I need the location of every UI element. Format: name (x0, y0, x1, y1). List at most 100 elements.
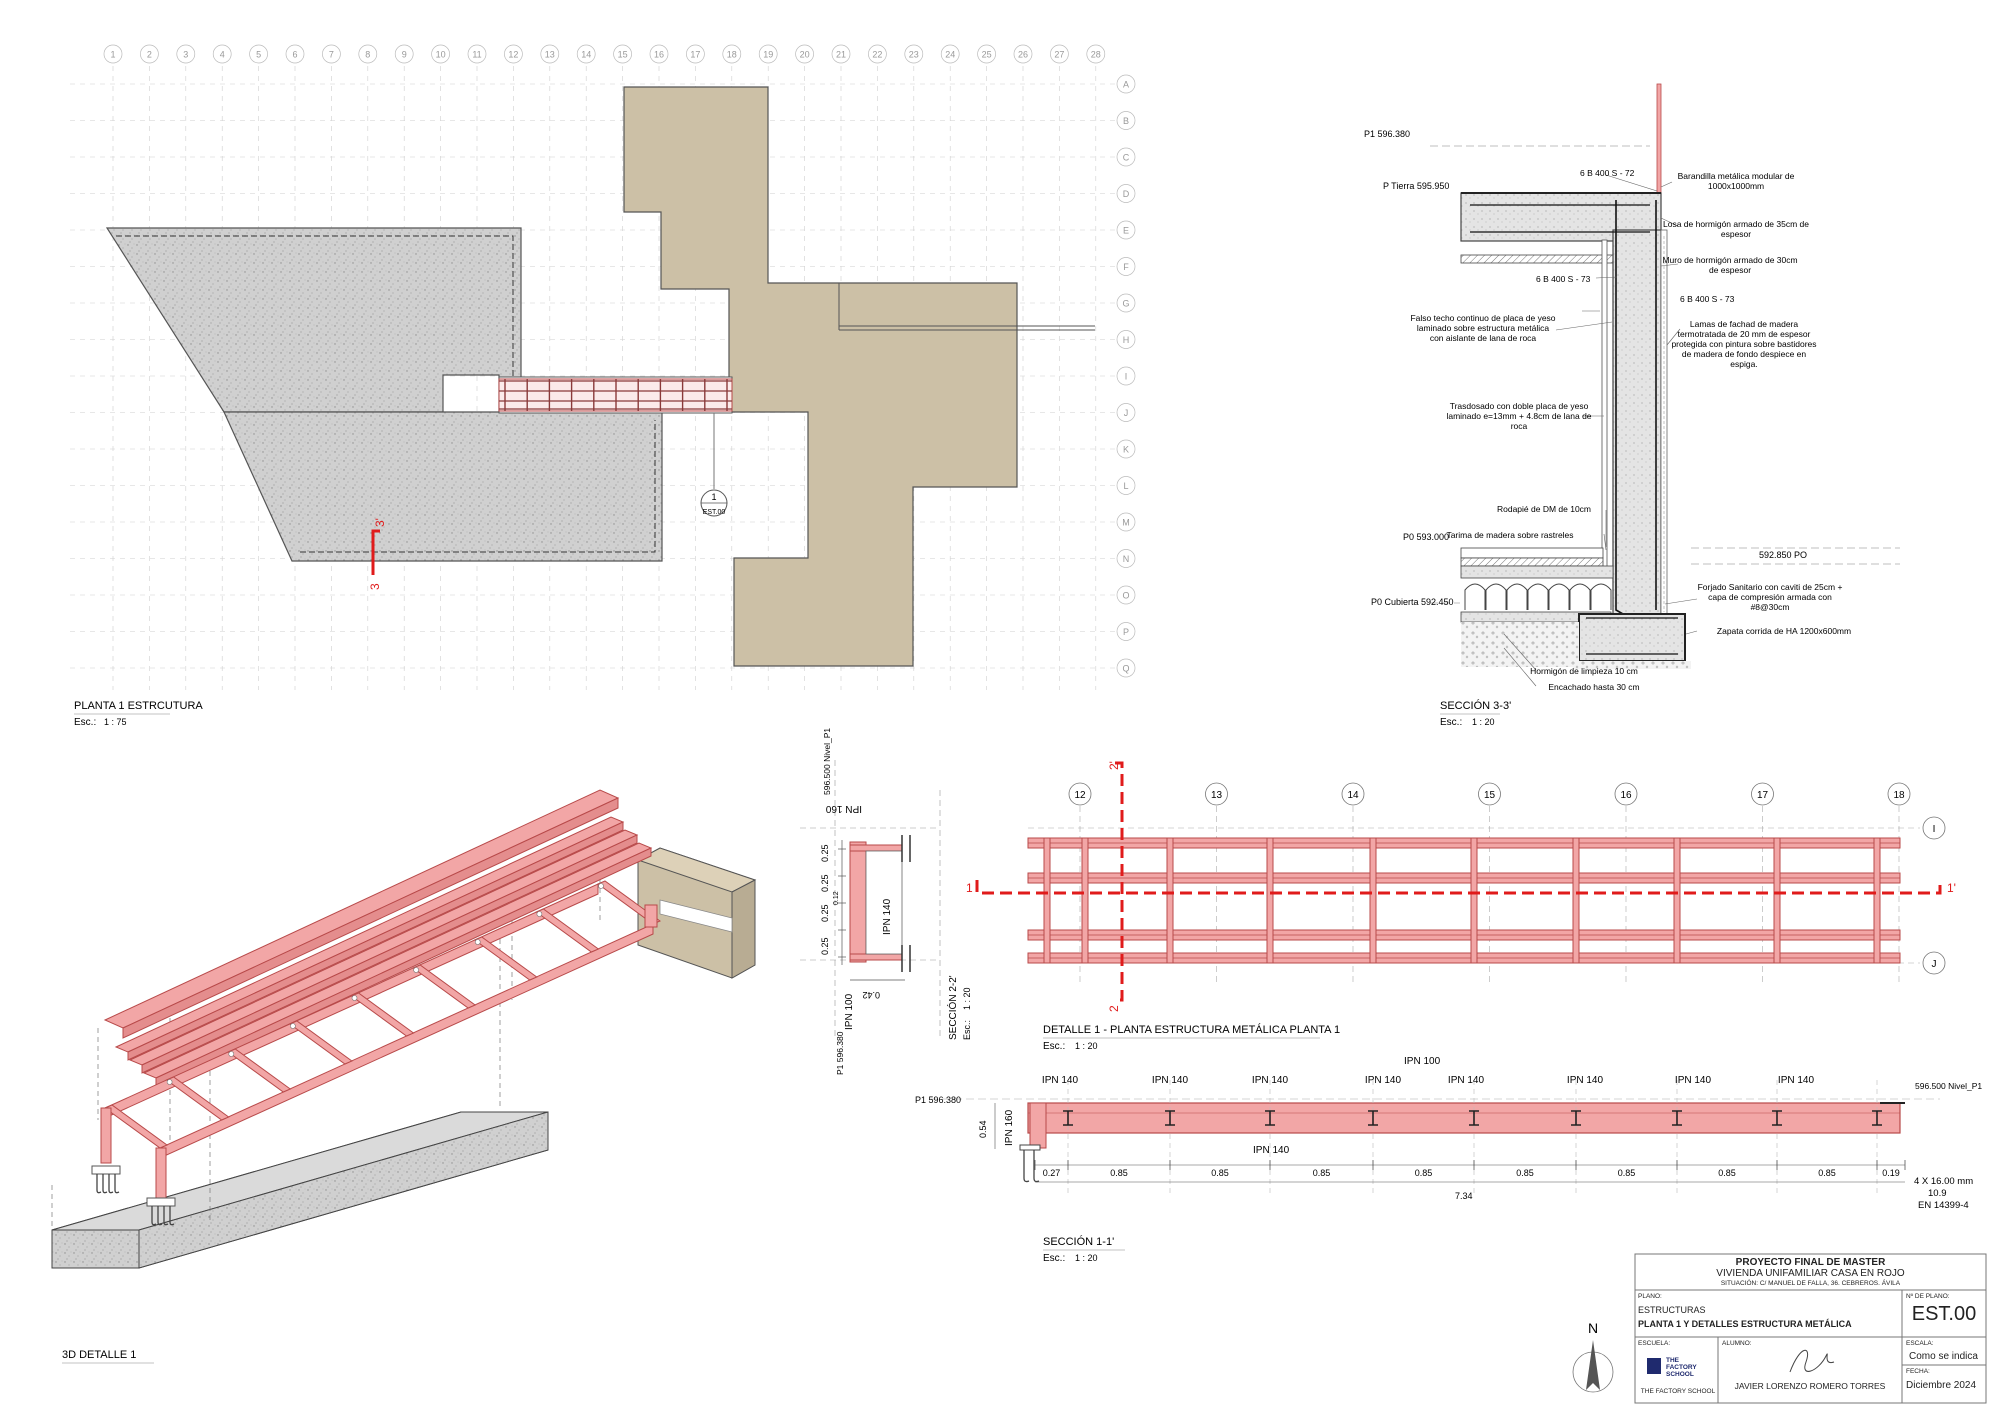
logo-line-1: THE (1666, 1357, 1680, 1364)
grid-bubble (504, 44, 523, 64)
concrete-slab-lower (223, 411, 663, 562)
cut-1-label: 1 (966, 881, 973, 895)
note-zapata: Zapata corrida de HA 1200x600mm (1717, 626, 1851, 636)
s11-dim-label: 0.85 (1718, 1168, 1736, 1178)
section-3-3-drawing (1430, 83, 1900, 669)
grid-col-label: 21 (836, 50, 846, 60)
tb-fecha-label: FECHA: (1906, 1368, 1930, 1375)
grid-col-label: 23 (909, 50, 919, 60)
grid-bubble (904, 44, 924, 64)
axon-column (155, 1147, 167, 1204)
tb-escuela-label: ESCUELA: (1638, 1340, 1671, 1347)
grid-col-label: 17 (690, 50, 700, 60)
grid-bubble (686, 44, 705, 64)
tan-slab (623, 86, 1018, 667)
note-trasdosado: roca (1511, 421, 1528, 431)
s11-ipn-bottom: IPN 140 (1253, 1145, 1290, 1156)
detail-axis-bubble (1614, 782, 1638, 806)
frame-crossbeam (1266, 837, 1274, 964)
grid-col-label: 16 (654, 50, 664, 60)
grid-bubble (176, 44, 196, 64)
tb-fecha-value: Diciembre 2024 (1906, 1380, 1977, 1391)
s11-title: SECCIÓN 1-1' (1043, 1235, 1114, 1248)
axon-rung (103, 1104, 169, 1149)
frame-crossbeam (1673, 837, 1681, 964)
grid-row-label: K (1123, 445, 1129, 455)
callout-sheet: EST.00 (703, 509, 726, 516)
s11-dim-label: 0.85 (1415, 1168, 1433, 1178)
grid-bubble (1116, 476, 1136, 495)
frame-crossbeam (1873, 837, 1881, 964)
s22-ipn160: IPN 160 (825, 803, 862, 814)
grid-bubble (868, 44, 887, 64)
note-muro: de espesor (1709, 265, 1751, 275)
grid-bubble (1116, 147, 1136, 167)
grid-col-label: 24 (945, 50, 955, 60)
grid-bubble (576, 44, 596, 64)
concrete-slab-upper (105, 227, 522, 413)
grid-col-label: 8 (365, 50, 370, 60)
axon-rung (350, 992, 415, 1037)
level-ptierra: P Tierra 595.950 (1383, 181, 1449, 191)
note-trasdosado: Trasdosado con doble placa de yeso (1450, 401, 1589, 411)
grid-bubble (1116, 622, 1136, 641)
axon-bolt (166, 1079, 173, 1085)
grid-col-label: 18 (727, 50, 737, 60)
grid-bubble (1116, 330, 1136, 349)
grid-bubble (1116, 549, 1136, 568)
s22-scale: 1 : 20 (962, 987, 972, 1010)
grid-row-label: D (1123, 189, 1130, 199)
grid-bubble (1116, 512, 1136, 532)
grid-bubble (1116, 184, 1136, 203)
axon-end-plate (644, 904, 658, 928)
section-cut-3 (371, 529, 380, 575)
grid-bubble (1116, 111, 1136, 130)
cut-label-3prime: 3' (373, 518, 387, 527)
grid-bubble (103, 44, 123, 64)
grid-bubble (795, 44, 814, 64)
rebar-label-1: 6 B 400 S - 72 (1580, 168, 1635, 178)
s11-dim-label: 0.27 (1043, 1168, 1061, 1178)
anchor-bolt (157, 1206, 163, 1226)
detail-1-cuts (975, 761, 1942, 1002)
frame-crossbeam (1043, 837, 1051, 964)
note-falso: con aislante de lana de roca (1430, 333, 1537, 343)
anchor-bolt (169, 1206, 175, 1226)
level-p0-right: 592.850 PO (1759, 550, 1807, 560)
s22-dim-small: 0.12 (833, 891, 840, 905)
grid-col-label: 10 (436, 50, 446, 60)
frame-crossbeam (1081, 837, 1089, 964)
axon-bolt (228, 1051, 235, 1057)
note-tarima: Tarima de madera sobre rastreles (1446, 530, 1573, 540)
axon-bolt (290, 1023, 296, 1029)
anchor-bolt (96, 1174, 102, 1194)
anchor-bolt (163, 1206, 169, 1226)
s11-ipn-profile (1872, 1110, 1882, 1126)
grid-bubble (540, 44, 560, 64)
detail-axis-bubble (1205, 782, 1228, 806)
s11-dim-label: 0.85 (1110, 1168, 1128, 1178)
grid-bubble (977, 44, 996, 64)
axon-bolt (598, 883, 604, 889)
s11-bolt-1: 4 X 16.00 mm (1914, 1176, 1973, 1187)
rebar-label-2: 6 B 400 S - 73 (1536, 274, 1591, 284)
s11-total: 7.34 (1455, 1191, 1473, 1201)
note-encachado: Encachado hasta 30 cm (1548, 682, 1639, 692)
anchor-bolt (102, 1174, 108, 1194)
detail-axis-label: 15 (1484, 790, 1496, 801)
s22-dim-width: 0.42 (862, 990, 880, 1000)
grid-bubble (431, 44, 450, 64)
grid-bubble (758, 44, 778, 64)
s11-bolt-3: EN 14399-4 (1918, 1200, 1969, 1211)
s11-ipn-profile (1469, 1110, 1479, 1126)
detail-row-bubble (1922, 816, 1946, 840)
grid-bubble (1116, 220, 1136, 240)
s11-base-plate (1019, 1144, 1041, 1151)
s11-dim-label: 0.19 (1882, 1168, 1900, 1178)
axon-steel-ladder-frame (100, 880, 662, 1204)
tb-project: PROYECTO FINAL DE MASTER (1735, 1257, 1886, 1268)
grid-row-label: I (1125, 372, 1128, 382)
grid-bubble (394, 44, 414, 64)
caviti-arch (1590, 583, 1612, 610)
s22-title: SECCIÓN 2-2' (946, 975, 959, 1040)
